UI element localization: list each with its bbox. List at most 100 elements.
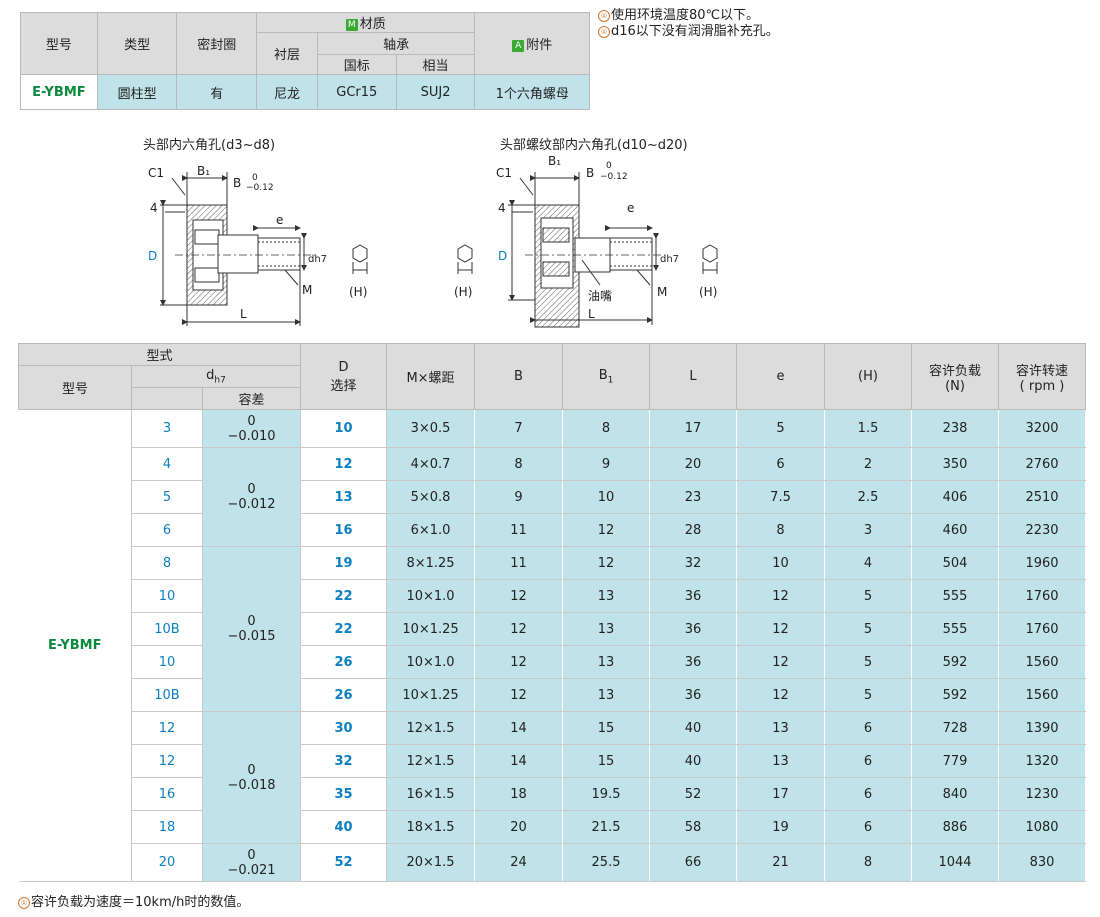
cell-L: 36 (649, 678, 738, 712)
cell-e: 5 (736, 409, 826, 448)
cell-D-select: 16 (300, 513, 388, 547)
cell-B: 12 (474, 612, 564, 646)
cell-B: 12 (474, 645, 564, 679)
roller (542, 227, 570, 243)
cell-speed: 2510 (998, 480, 1087, 514)
label-oil: 油嘴 (588, 289, 612, 303)
hex-socket-icon (457, 244, 473, 263)
cell-M: 3×0.5 (386, 409, 476, 448)
hex-nut-icon (702, 244, 718, 263)
cell-load: 504 (911, 546, 1000, 580)
cell-load: 592 (911, 645, 1000, 679)
header-e: e (736, 343, 826, 410)
cell-L: 17 (649, 409, 738, 448)
header-M: M×螺距 (386, 343, 476, 410)
label-H: (H) (454, 285, 472, 299)
cell-M: 10×1.25 (386, 612, 476, 646)
material-mark-icon: M (345, 19, 358, 31)
cell-D-select: 26 (300, 645, 388, 679)
cell-e: 12 (736, 612, 826, 646)
cell-M: 4×0.7 (386, 447, 476, 481)
cell-model: E-YBMF (18, 409, 132, 882)
cell-B1: 12 (562, 513, 651, 547)
spec-national: GCr15 (316, 74, 397, 110)
thread (257, 237, 301, 271)
header-form: 型式 (17, 343, 302, 366)
cell-dh7: 20 (131, 843, 203, 882)
header-model: 型号 (18, 365, 132, 410)
cell-B1: 9 (562, 447, 651, 481)
cell-e: 10 (736, 546, 826, 580)
header-B1: B1 (562, 343, 651, 410)
cell-B: 14 (474, 744, 564, 778)
cell-L: 40 (649, 711, 738, 745)
cell-B: 7 (474, 409, 564, 448)
cell-load: 238 (911, 409, 1000, 448)
cell-B: 18 (474, 777, 564, 811)
cell-dh7: 12 (131, 744, 203, 778)
label-b-tol-bot: −0.12 (600, 172, 628, 182)
cell-H: 6 (824, 711, 913, 745)
spec-lining: 尼龙 (256, 74, 318, 110)
cell-B: 9 (474, 480, 564, 514)
label-b: B (586, 166, 594, 180)
cell-load: 555 (911, 579, 1000, 613)
spec-seal: 有 (176, 74, 258, 110)
label-D: D (498, 249, 507, 263)
roller (194, 267, 220, 283)
cell-load: 779 (911, 744, 1000, 778)
cell-speed: 1960 (998, 546, 1087, 580)
label-four: 4 (498, 201, 506, 215)
label-H: (H) (699, 285, 717, 299)
cell-B1: 13 (562, 579, 651, 613)
cell-e: 12 (736, 579, 826, 613)
cell-H: 5 (824, 678, 913, 712)
label-e: e (276, 213, 283, 227)
label-b-tol-top: 0 (606, 161, 612, 171)
drawing-right-title: 头部螺纹部内六角孔(d10~d20) (500, 138, 688, 153)
cell-dh7: 18 (131, 810, 203, 844)
cell-H: 1.5 (824, 409, 913, 448)
cell-D-select: 13 (300, 480, 388, 514)
cell-B1: 15 (562, 744, 651, 778)
cell-speed: 1560 (998, 645, 1087, 679)
cell-H: 6 (824, 777, 913, 811)
cell-load: 555 (911, 612, 1000, 646)
cell-load: 1044 (911, 843, 1000, 882)
cell-tolerance: 0−0.012 (202, 447, 301, 547)
cell-load: 460 (911, 513, 1000, 547)
cell-B: 14 (474, 711, 564, 745)
roller (542, 261, 570, 277)
thread (609, 237, 653, 271)
label-dh7: dh7 (308, 254, 327, 265)
cell-B1: 13 (562, 678, 651, 712)
label-b: B (233, 176, 241, 190)
cell-D-select: 19 (300, 546, 388, 580)
cell-speed: 2760 (998, 447, 1087, 481)
cell-e: 21 (736, 843, 826, 882)
cell-D-select: 10 (300, 409, 388, 448)
cell-H: 4 (824, 546, 913, 580)
cell-speed: 1760 (998, 579, 1087, 613)
label-dh7: dh7 (660, 254, 679, 265)
drawing-right (457, 172, 718, 328)
spec-header-seal: 密封圈 (176, 12, 258, 75)
shaft (574, 237, 611, 273)
spec-header-equivalent: 相当 (395, 54, 476, 75)
cell-B: 12 (474, 579, 564, 613)
label-L: L (588, 307, 595, 321)
hex-nut-icon (352, 244, 368, 263)
